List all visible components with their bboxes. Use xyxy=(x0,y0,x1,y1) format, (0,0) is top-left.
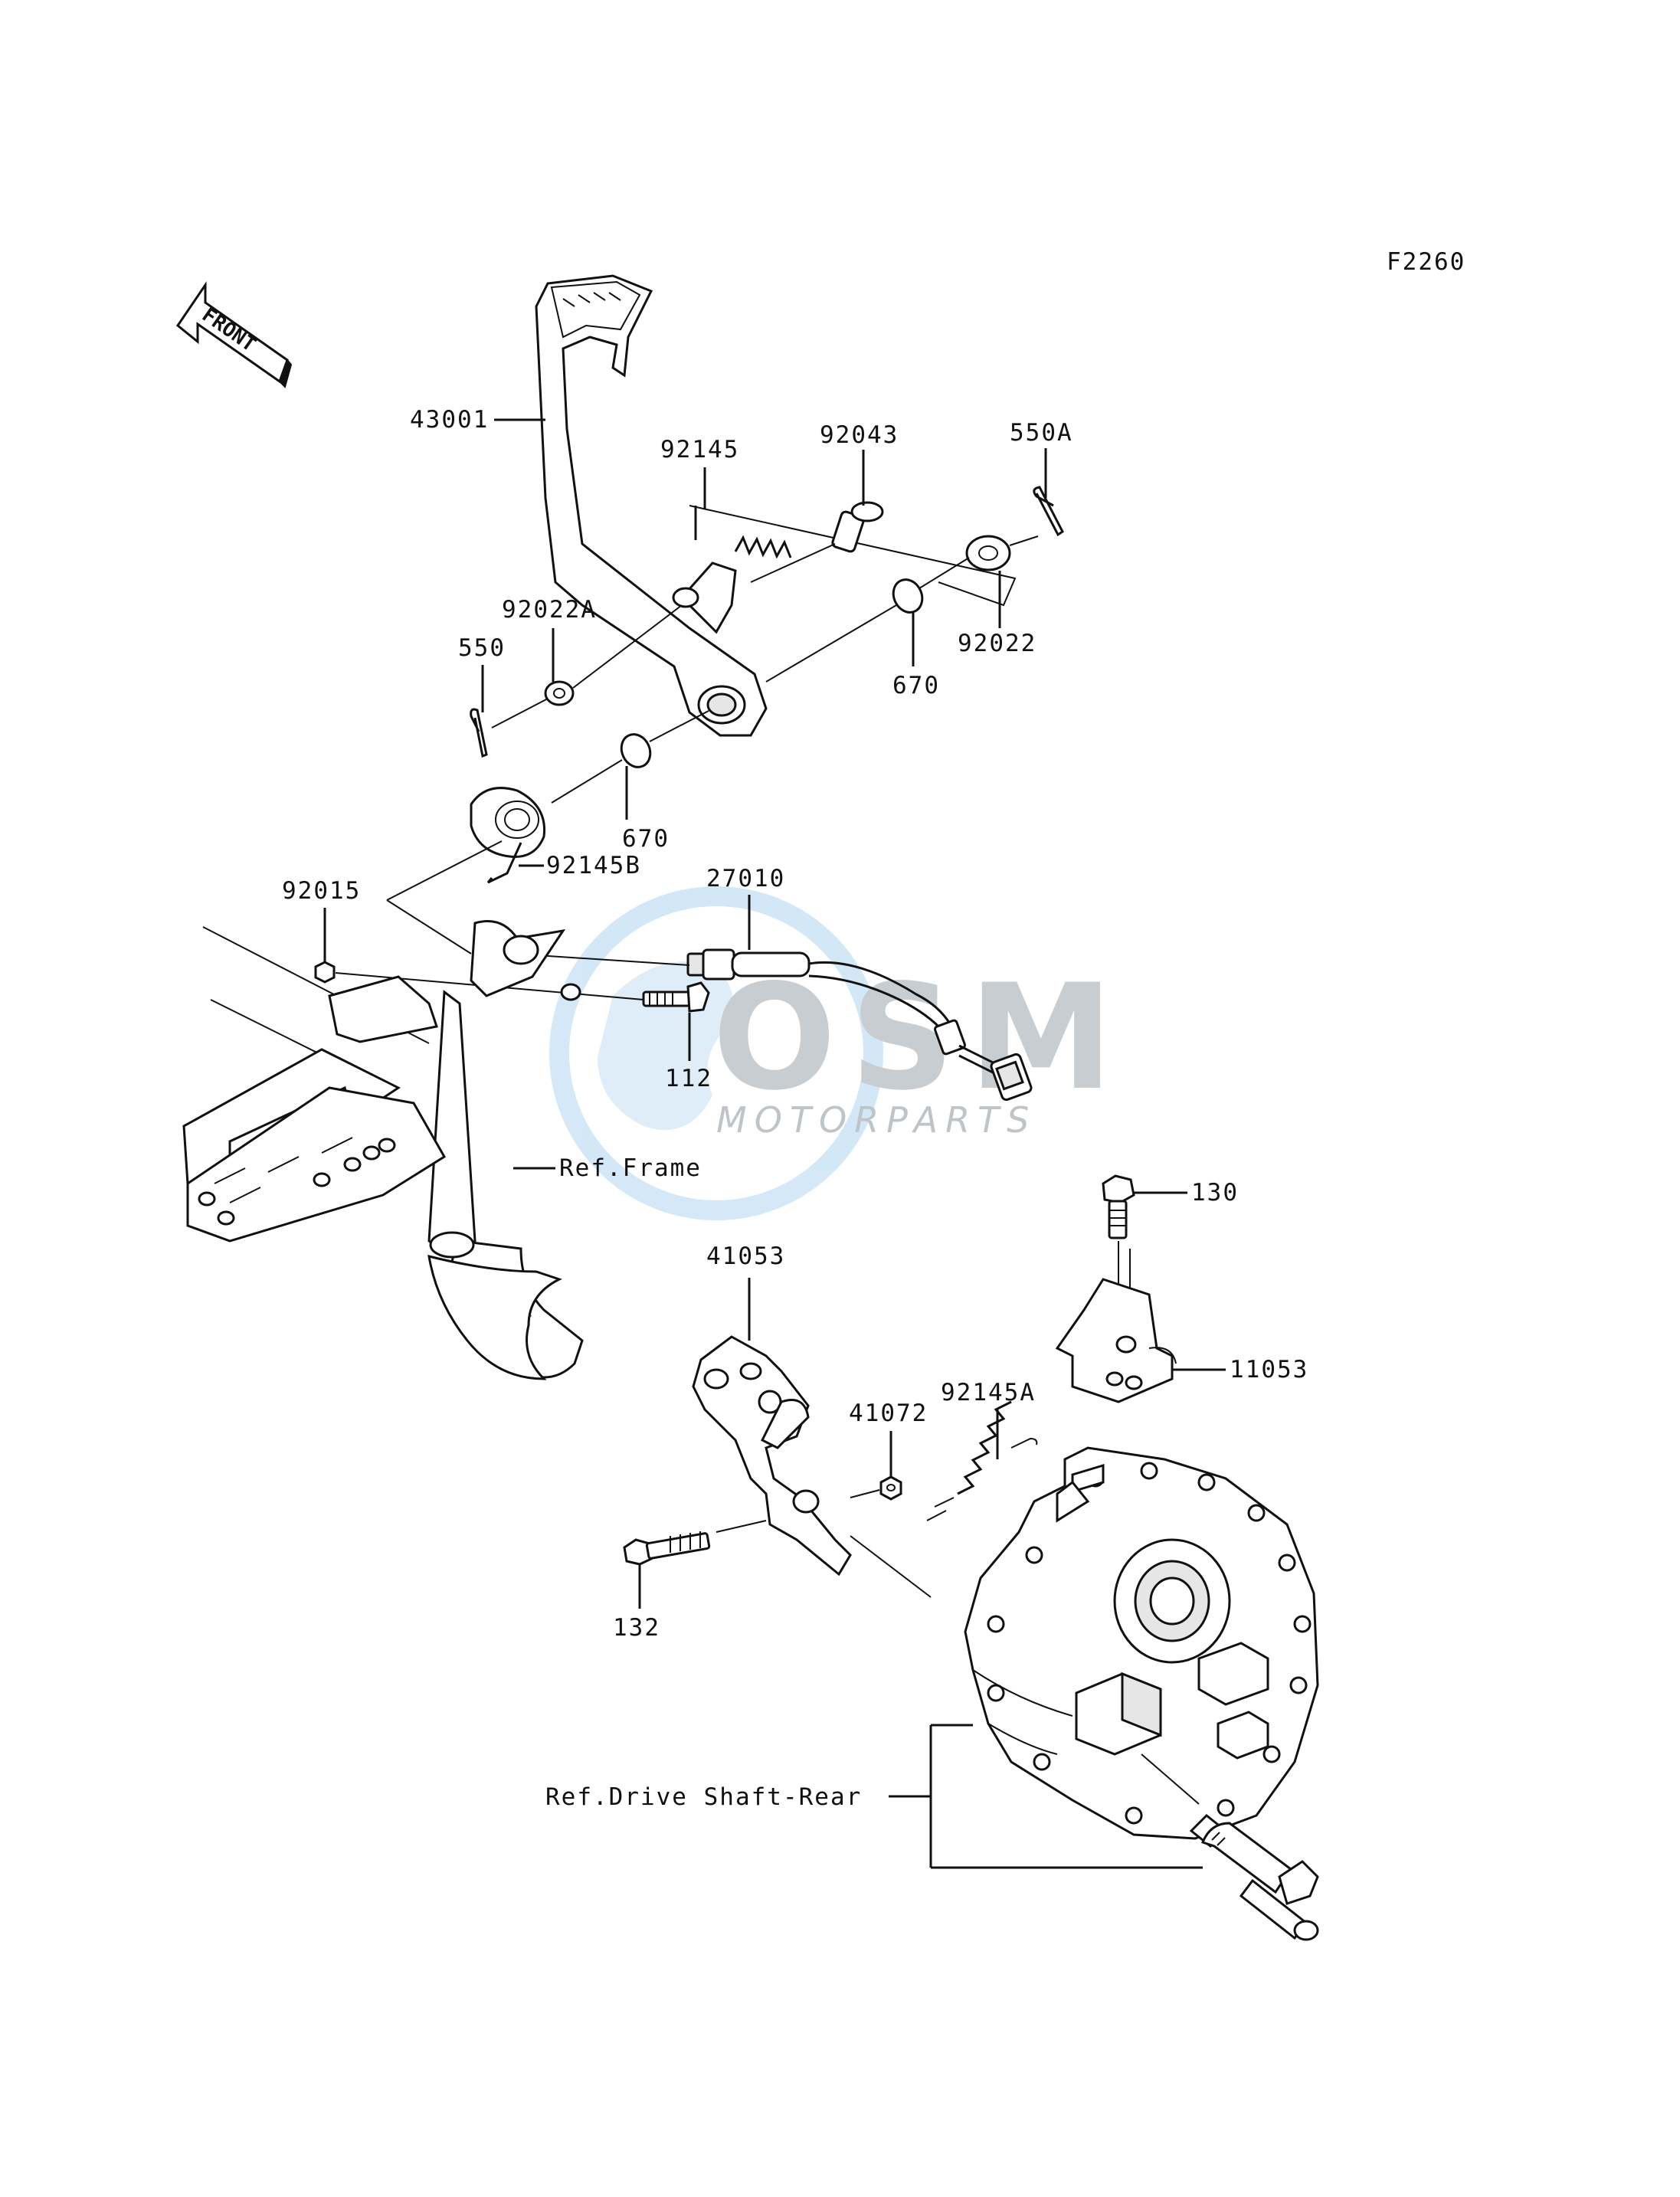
return-spring-92145b-part xyxy=(470,787,546,884)
bracket-11053-part xyxy=(1055,1278,1177,1403)
o-ring-670-upper-part xyxy=(892,578,924,614)
label-92022: 92022 xyxy=(958,630,1036,657)
label-132: 132 xyxy=(613,1614,660,1642)
nut-41072-part xyxy=(879,1475,902,1501)
drive-shaft-rear-housing-part xyxy=(964,1446,1319,1840)
watermark-globe xyxy=(549,886,883,1220)
label-92043: 92043 xyxy=(820,421,899,449)
front-arrow: FRONT xyxy=(175,281,293,388)
label-27010: 27010 xyxy=(706,865,785,892)
label-92022A: 92022A xyxy=(502,596,597,624)
washer-92022-part xyxy=(965,535,1011,571)
label-92145: 92145 xyxy=(660,436,739,463)
spring-92145a-part xyxy=(926,1400,1038,1521)
drive-shaft-part xyxy=(1141,1753,1319,1941)
label-112: 112 xyxy=(665,1065,712,1092)
brake-arm-41053-part xyxy=(692,1335,852,1577)
label-43001: 43001 xyxy=(410,406,489,434)
label-670-lower: 670 xyxy=(622,825,670,853)
label-41053: 41053 xyxy=(706,1243,785,1270)
label-550: 550 xyxy=(458,634,506,662)
label-92145B: 92145B xyxy=(546,852,641,879)
o-ring-670-lower-part xyxy=(620,733,652,768)
bolt-130-part xyxy=(1102,1174,1135,1239)
label-ref-drive-shaft-rear: Ref.Drive Shaft-Rear xyxy=(545,1783,862,1811)
label-41072: 41072 xyxy=(849,1400,928,1427)
pin-92043-part xyxy=(831,501,884,553)
nut-92015-part xyxy=(314,961,336,984)
label-11053: 11053 xyxy=(1230,1356,1308,1383)
label-130: 130 xyxy=(1191,1179,1239,1207)
bolt-112-part xyxy=(642,981,710,1013)
bolt-132-part xyxy=(623,1531,711,1566)
figure-code: F2260 xyxy=(1387,248,1465,276)
label-550A: 550A xyxy=(1010,419,1073,447)
label-670-upper: 670 xyxy=(892,672,940,699)
label-ref-frame: Ref.Frame xyxy=(559,1154,702,1182)
frame-reference-part xyxy=(182,920,584,1380)
cotter-pin-550a-part xyxy=(1033,486,1064,537)
watermark-brand: OSM xyxy=(712,953,1127,1122)
brake-pedal-part xyxy=(535,274,768,737)
watermark-subtitle: MOTORPARTS xyxy=(716,1099,1036,1141)
label-92015: 92015 xyxy=(282,877,361,905)
label-92145A: 92145A xyxy=(941,1379,1036,1406)
brake-switch-27010-part xyxy=(686,948,1033,1102)
washer-92022a-part xyxy=(544,680,575,706)
cotter-pin-550-part xyxy=(470,708,488,758)
